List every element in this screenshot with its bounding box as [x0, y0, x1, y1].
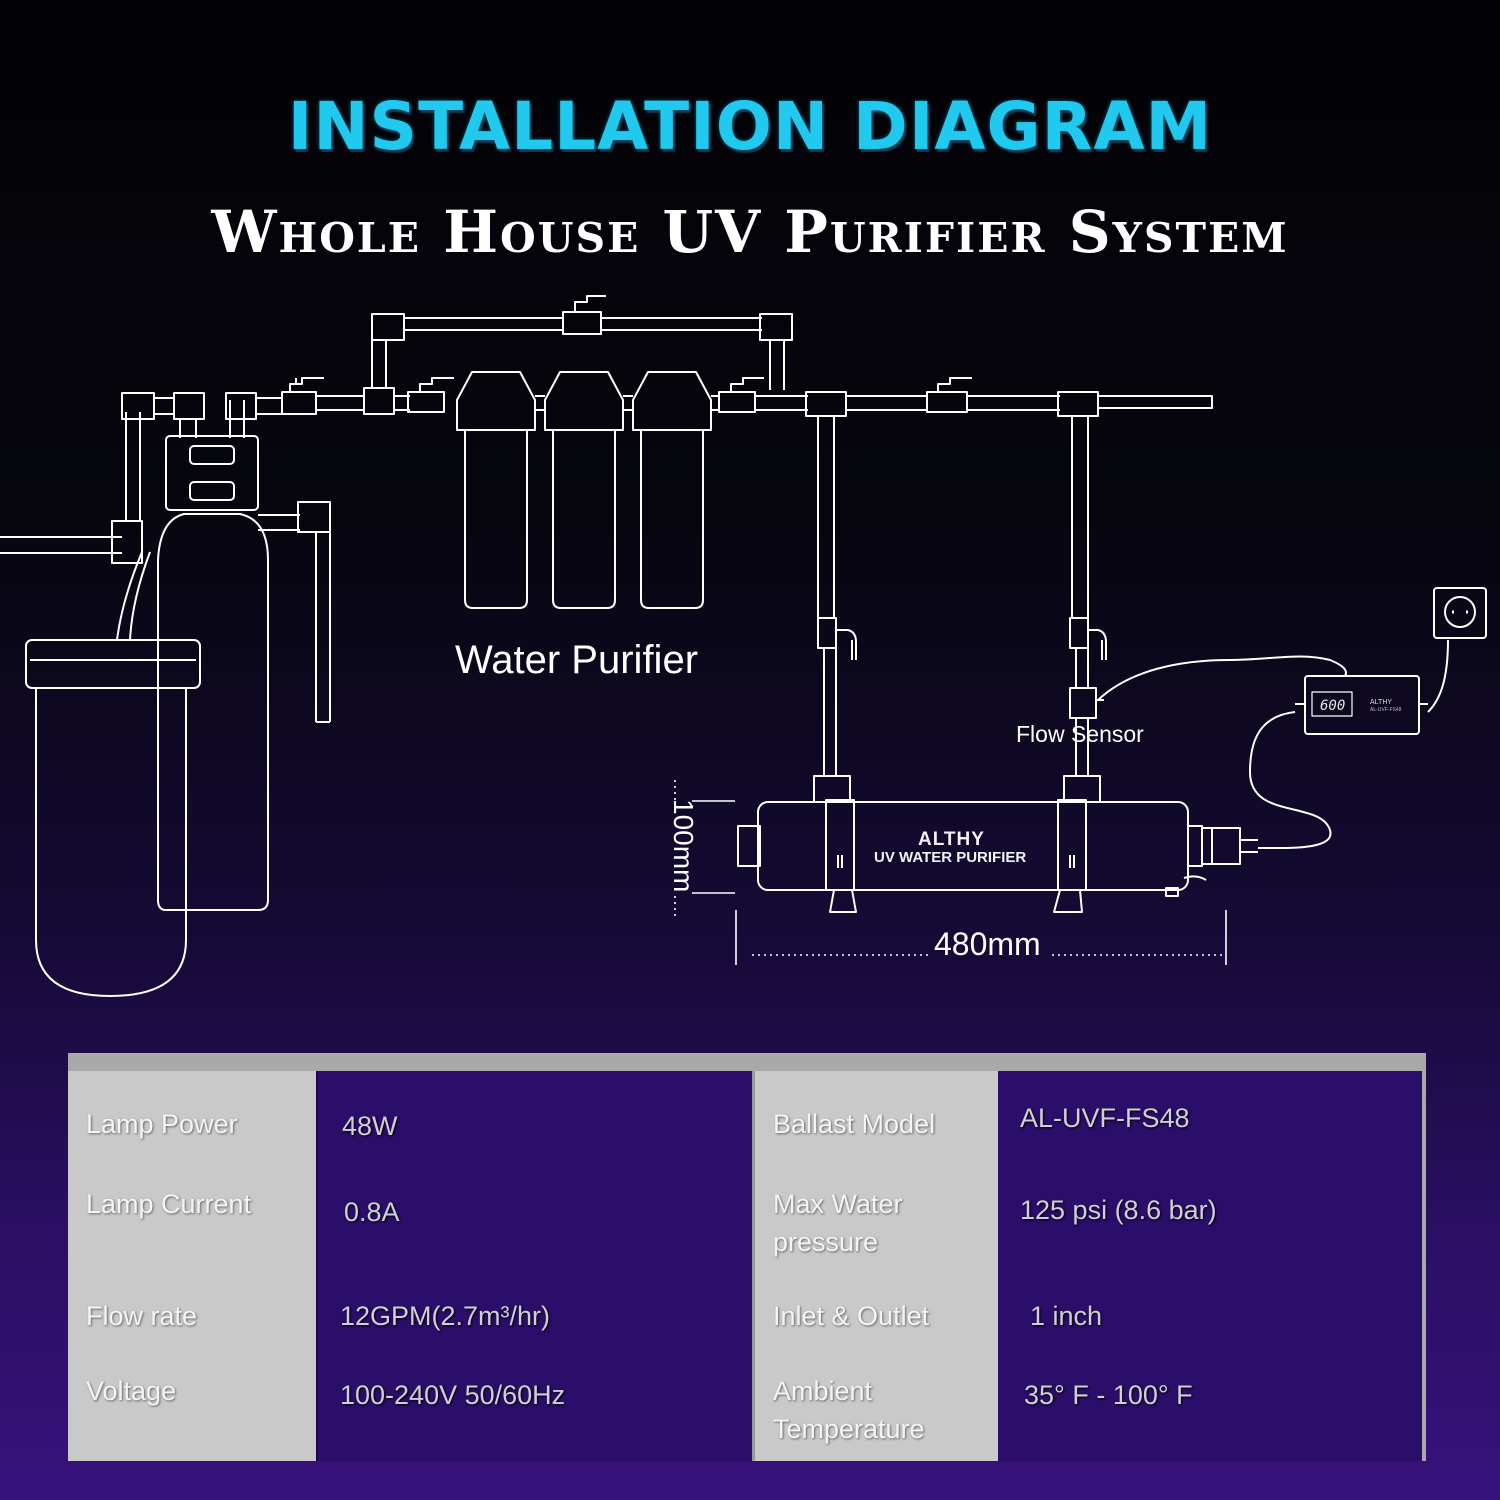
spec-value-column-left: 48W 0.8A 12GPM(2.7m³/hr) 100-240V 50/60H… [316, 1071, 752, 1461]
installation-diagram [0, 0, 1500, 1050]
uv-purifier-unit [737, 799, 1258, 913]
spec-label-column-left: Lamp Power Lamp Current Flow rate Voltag… [68, 1071, 316, 1461]
dimension-lines [674, 780, 1227, 965]
filter-housings [456, 371, 808, 609]
inlet-pipe [0, 392, 205, 641]
product-brand-logo: ALTHY [918, 829, 985, 850]
brine-tank [25, 639, 201, 997]
spec-label: Lamp Current [86, 1189, 252, 1219]
ballast-display: 600 [1320, 698, 1346, 714]
spec-value: 1 inch [1030, 1301, 1103, 1331]
spec-table: Lamp Power Lamp Current Flow rate Voltag… [68, 1053, 1426, 1461]
spec-label: pressure [773, 1227, 879, 1257]
spec-value: 12GPM(2.7m³/hr) [340, 1301, 551, 1331]
ballast-model-mini: AL-UVF-FS48 [1370, 707, 1402, 713]
diagram-title: INSTALLATION DIAGRAM [287, 88, 1213, 165]
width-dimension-label: 480mm [934, 926, 1041, 962]
spec-value: AL-UVF-FS48 [1020, 1103, 1190, 1133]
diagram-subtitle: Whole House UV Purifier System [211, 198, 1289, 266]
flow-sensor-label: Flow Sensor [1016, 721, 1144, 747]
spec-value: 48W [342, 1111, 398, 1141]
height-dimension-label: 100mm [668, 799, 699, 893]
main-pipe [281, 295, 793, 415]
spec-label: Voltage [86, 1376, 177, 1406]
spec-label: Max Water [773, 1189, 903, 1219]
ballast-and-power [1097, 587, 1487, 850]
ballast-logo: ALTHY [1370, 699, 1393, 706]
spec-label: Lamp Power [86, 1109, 238, 1139]
spec-label-column-right: Ballast Model Max Water pressure Inlet &… [752, 1071, 998, 1461]
outlet-pipe [805, 377, 1213, 803]
spec-label: Ambient [773, 1376, 873, 1406]
spec-label: Flow rate [86, 1301, 198, 1331]
spec-value: 0.8A [344, 1197, 400, 1227]
spec-value: 35° F - 100° F [1024, 1380, 1193, 1410]
spec-value: 125 psi (8.6 bar) [1020, 1195, 1217, 1225]
spec-value: 100-240V 50/60Hz [340, 1380, 566, 1410]
spec-label: Inlet & Outlet [773, 1301, 930, 1331]
spec-label: Temperature [773, 1414, 925, 1444]
product-name: UV WATER PURIFIER [874, 849, 1027, 866]
water-purifier-label: Water Purifier [455, 638, 699, 682]
spec-value-column-right: AL-UVF-FS48 125 psi (8.6 bar) 1 inch 35°… [998, 1071, 1426, 1461]
water-softener [157, 392, 331, 911]
spec-label: Ballast Model [773, 1109, 936, 1139]
